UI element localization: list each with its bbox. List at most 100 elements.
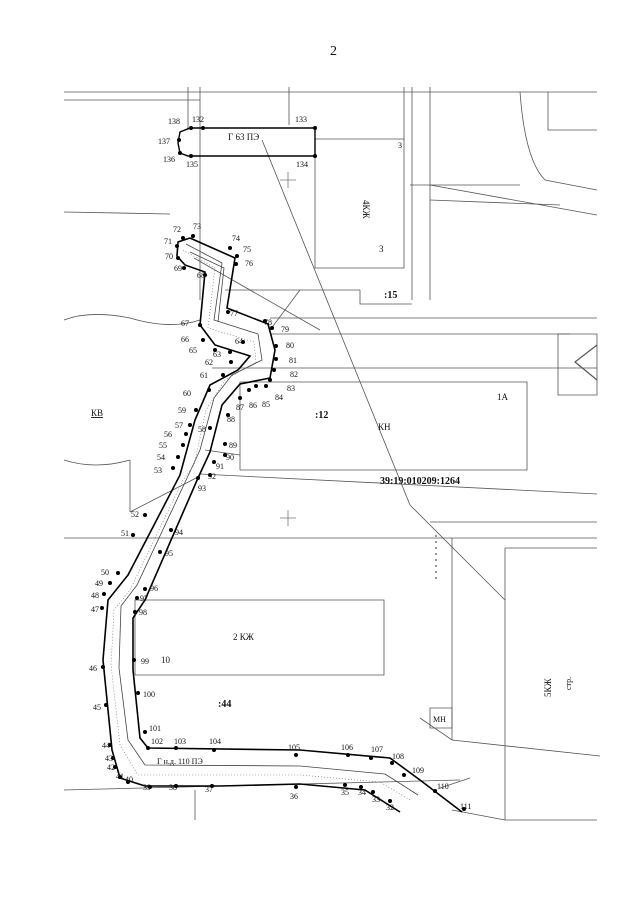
point-label: 40 — [125, 775, 133, 784]
point-label: 106 — [341, 743, 353, 752]
point-label: 89 — [229, 441, 237, 450]
point-label: 79 — [281, 325, 289, 334]
point-label: 69 — [174, 264, 182, 273]
point-label: 99 — [141, 657, 149, 666]
point-label: 53 — [154, 466, 162, 475]
point-label: 62 — [205, 358, 213, 367]
label-mn: МН — [433, 715, 446, 724]
point-label: 97 — [140, 594, 148, 603]
label-parcel-44: :44 — [218, 699, 231, 710]
point-label: 50 — [101, 568, 109, 577]
point-label: 57 — [175, 421, 183, 430]
point-label: 55 — [159, 441, 167, 450]
point-label: 98 — [139, 608, 147, 617]
label-parcel-15: :15 — [384, 290, 397, 301]
point-label: 94 — [175, 528, 183, 537]
point-label: 42 — [107, 763, 115, 772]
point-label: 60 — [183, 389, 191, 398]
point-label: 87 — [236, 403, 244, 412]
point-label: 48 — [91, 591, 99, 600]
point-label: 103 — [174, 737, 186, 746]
point-label: 63 — [213, 350, 221, 359]
top-pipe-corridor — [177, 127, 316, 157]
point-label: 108 — [392, 752, 404, 761]
label-pipe-bottom: Г н.д. 110 ПЭ — [157, 757, 203, 766]
point-label: 93 — [198, 484, 206, 493]
point-label: 35 — [341, 788, 349, 797]
point-label: 68 — [197, 271, 205, 280]
point-label: 90 — [226, 453, 234, 462]
label-1a: 1А — [497, 392, 509, 402]
point-label: 58 — [198, 425, 206, 434]
point-label: 66 — [181, 335, 189, 344]
point-label: 100 — [143, 690, 155, 699]
label-4kzh-num: 3 — [379, 244, 384, 254]
point-label: 51 — [121, 529, 129, 538]
label-pipe-top: Г 63 ПЭ — [228, 132, 259, 142]
point-label: 70 — [165, 252, 173, 261]
point-label: 84 — [275, 393, 283, 402]
point-label: 136 — [163, 155, 175, 164]
point-label: 52 — [131, 510, 139, 519]
point-label: 67 — [181, 319, 189, 328]
point-label: 72 — [173, 225, 181, 234]
point-label: 111 — [460, 802, 471, 811]
point-label: 33 — [372, 795, 380, 804]
point-label: 77 — [230, 309, 238, 318]
point-label: 133 — [295, 115, 307, 124]
point-label: 138 — [168, 117, 180, 126]
label-4kzh: 4КЖ — [361, 200, 371, 220]
point-label: 56 — [164, 430, 172, 439]
label-kv: КВ — [91, 408, 103, 418]
label-2kzh: 2 КЖ — [233, 632, 255, 642]
page-number: 2 — [330, 44, 337, 59]
point-label: 135 — [186, 160, 198, 169]
point-label: 107 — [371, 745, 383, 754]
label-parcel-12: :12 — [315, 410, 328, 421]
point-label: 54 — [157, 453, 165, 462]
point-label: 32 — [386, 803, 394, 812]
label-kn: КН — [378, 422, 391, 432]
pipe-corridor-inner — [118, 243, 419, 796]
point-label: 45 — [93, 703, 101, 712]
point-label: 34 — [358, 788, 366, 797]
point-label: 88 — [227, 415, 235, 424]
point-label: 64 — [235, 337, 243, 346]
area-labels: Г 63 ПЭ 4КЖ 3 3 :15 :12 КН 1А КВ 39:19:0… — [91, 132, 573, 766]
point-label: 132 — [192, 115, 204, 124]
point-label: 74 — [232, 234, 240, 243]
point-label: 47 — [91, 605, 99, 614]
point-label: 86 — [249, 401, 257, 410]
point-label: 80 — [286, 341, 294, 350]
point-label: 46 — [89, 664, 97, 673]
point-label: 36 — [290, 792, 298, 801]
pipe-centerline — [110, 249, 411, 801]
point-label: 104 — [209, 737, 221, 746]
label-5kzh: 5КЖ — [543, 677, 553, 697]
point-label: 37 — [205, 785, 213, 794]
point-label: 101 — [149, 724, 161, 733]
point-label: 82 — [290, 370, 298, 379]
point-label: 43 — [105, 754, 113, 763]
point-label: 38 — [169, 783, 177, 792]
point-label: 49 — [95, 579, 103, 588]
point-label: 85 — [262, 400, 270, 409]
background-linework — [63, 87, 601, 821]
point-label: 109 — [412, 766, 424, 775]
label-4kzh-corner: 3 — [398, 141, 402, 150]
survey-points — [100, 126, 466, 811]
point-label: 91 — [216, 462, 224, 471]
point-label: 102 — [151, 737, 163, 746]
point-label: 92 — [208, 472, 216, 481]
point-labels: 138 132 133 137 136 135 134 72 73 74 75 … — [89, 115, 471, 812]
point-label: 73 — [193, 222, 201, 231]
point-label: 65 — [189, 346, 197, 355]
label-cadastral-number: 39:19:010209:1264 — [380, 476, 460, 487]
point-label: 75 — [243, 245, 251, 254]
label-5kzh-sub: стр. — [564, 677, 573, 690]
grid-crosses — [280, 172, 296, 526]
point-label: 44 — [102, 741, 110, 750]
point-label: 105 — [288, 743, 300, 752]
point-label: 81 — [289, 356, 297, 365]
